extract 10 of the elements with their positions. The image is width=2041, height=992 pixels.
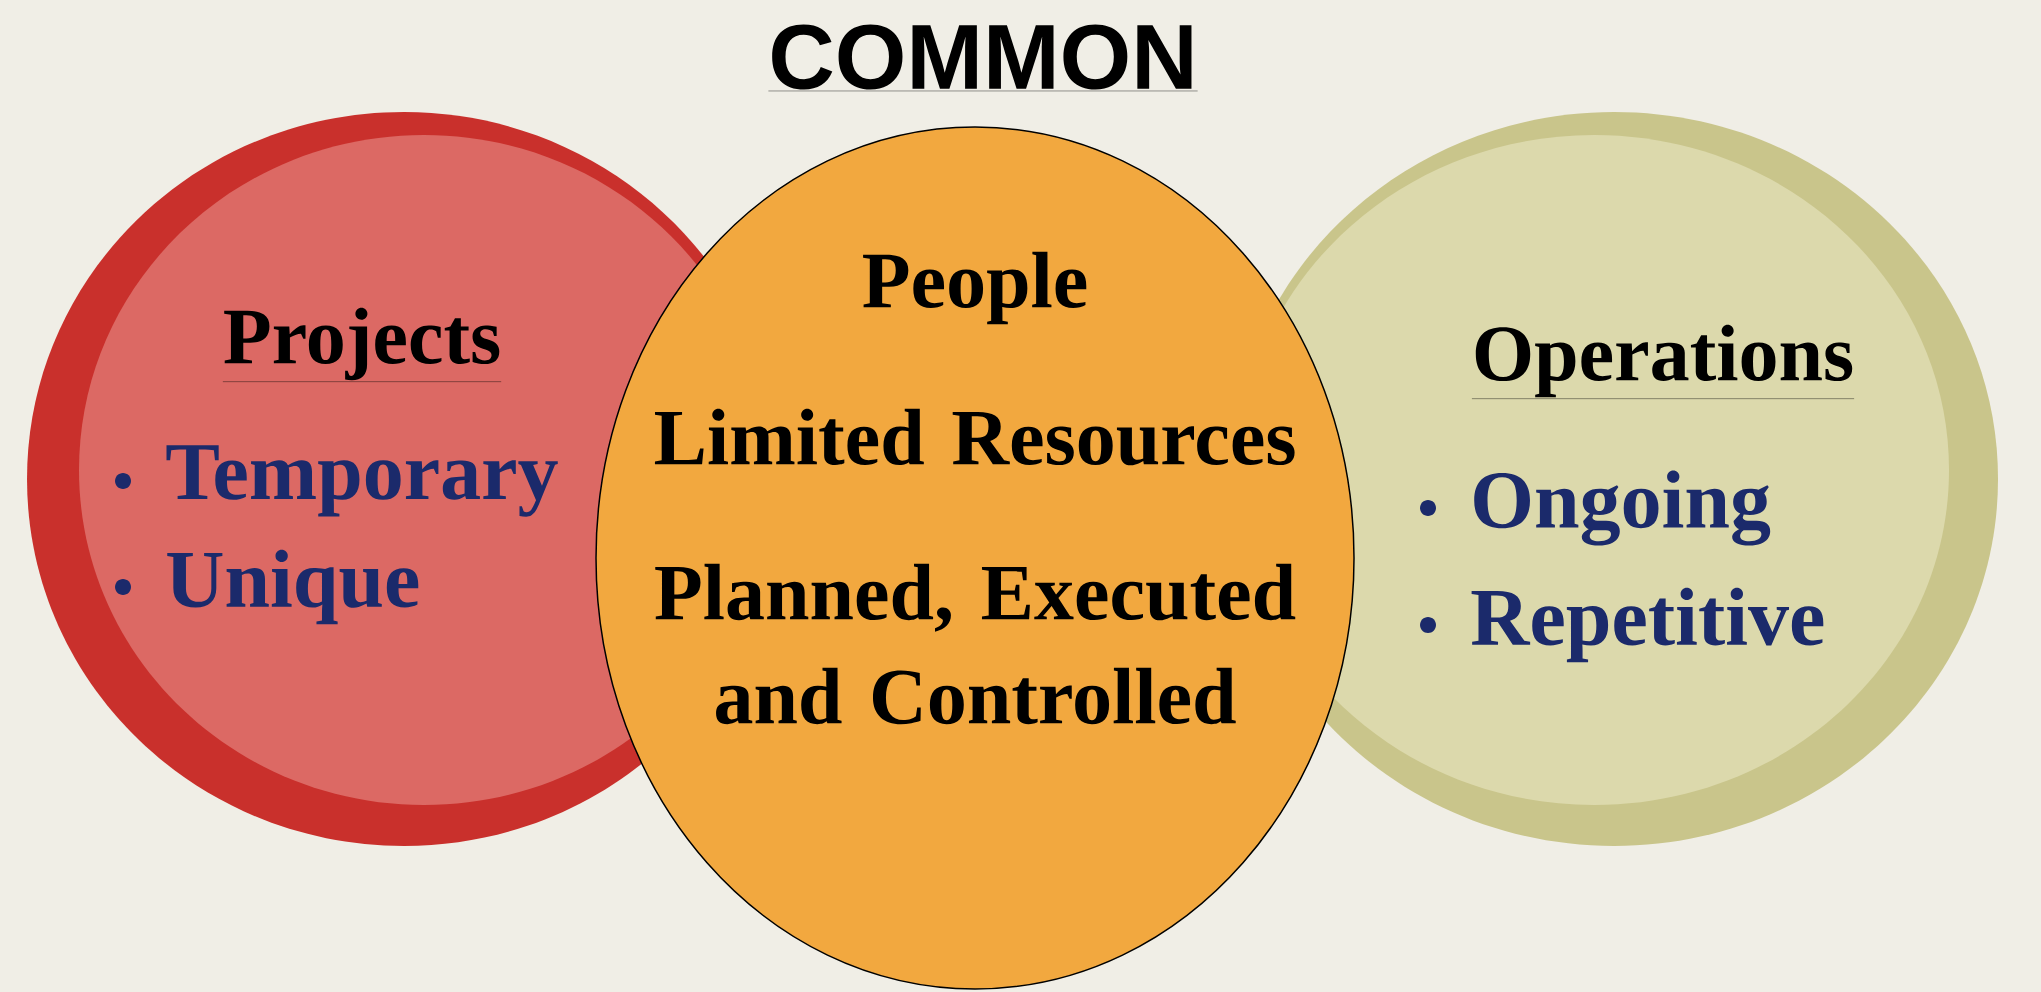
circle-text: People bbox=[863, 251, 1087, 325]
bullet-text: Repetitive bbox=[1471, 587, 1824, 663]
circle-text: Planned, Executed and Controlled bbox=[655, 563, 1296, 725]
bullet-text: Unique bbox=[167, 549, 419, 625]
heading: Operations bbox=[1471, 324, 1855, 399]
circle-text: Limited Resources bbox=[654, 408, 1295, 466]
bullet-text: Temporary bbox=[166, 445, 558, 517]
title: COMMON bbox=[768, 24, 1198, 92]
heading: Projects bbox=[222, 307, 502, 382]
bullet-text: Ongoing bbox=[1474, 470, 1771, 546]
